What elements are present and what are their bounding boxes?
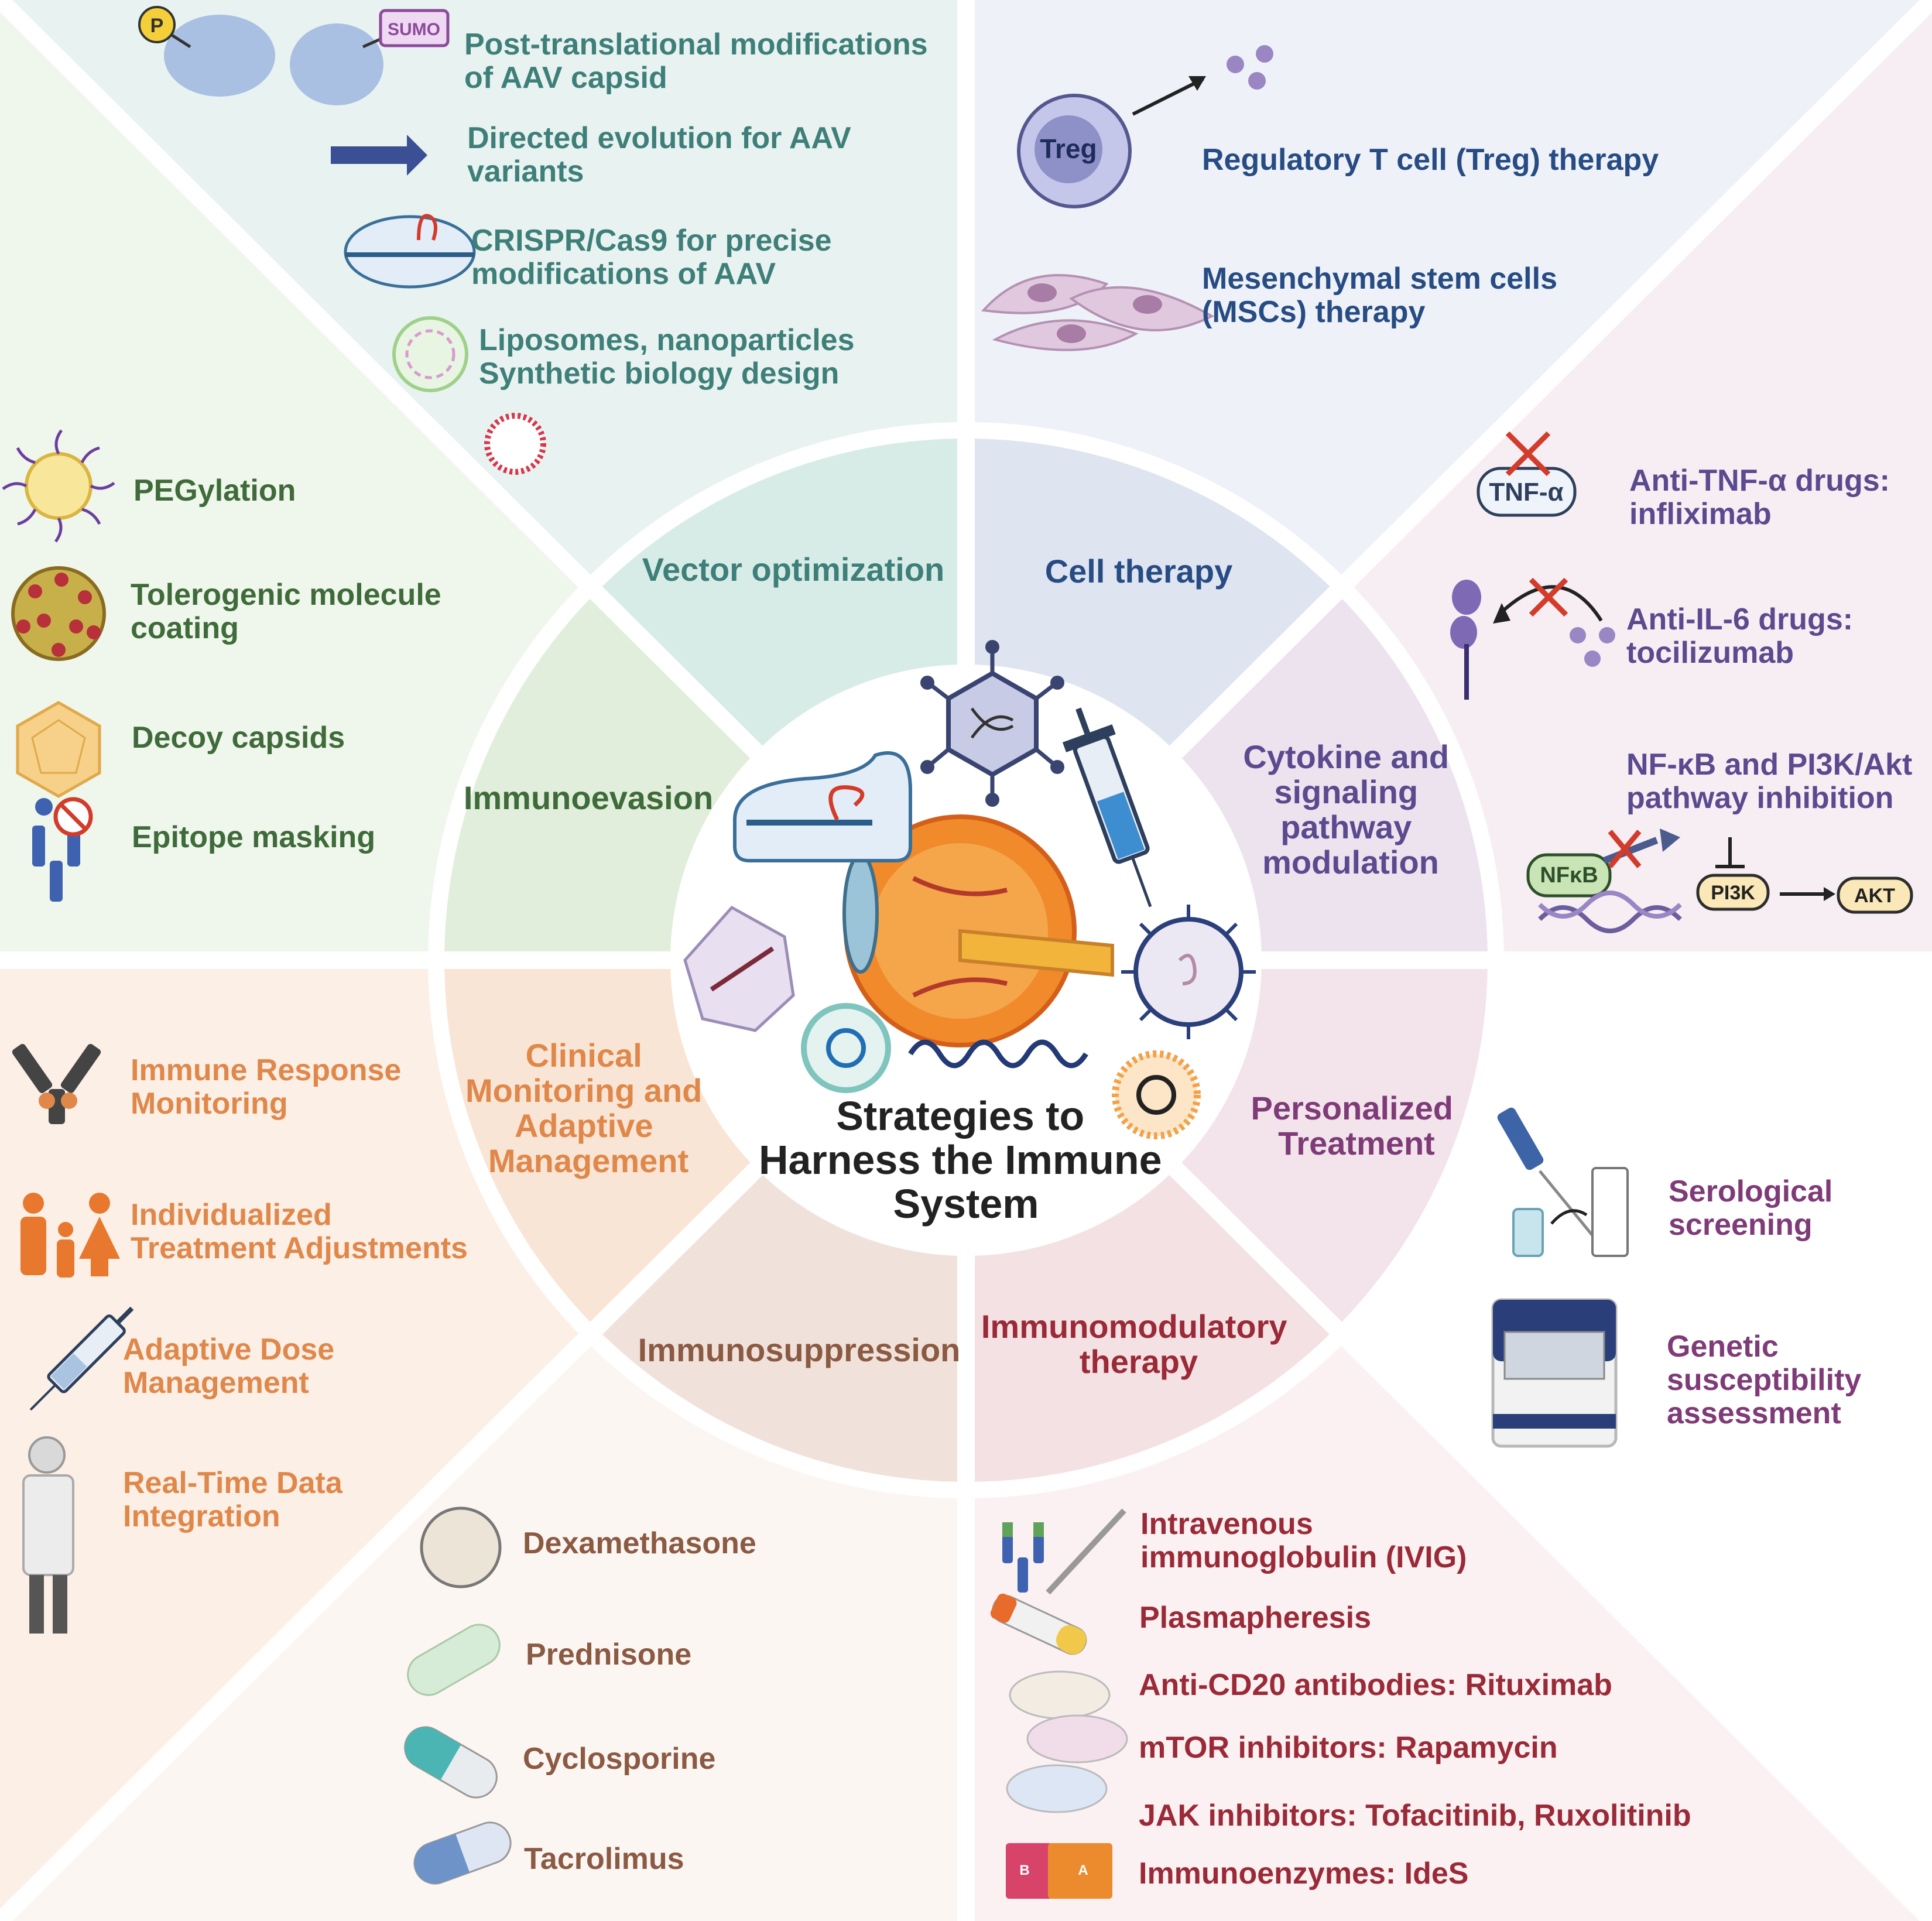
- sumo-label: SUMO: [388, 20, 440, 39]
- decoy-capsid-icon: [16, 701, 101, 798]
- personalized-group: Serological screening Genetic susceptibi…: [1491, 1107, 1870, 1448]
- immunosuppression-item-2: Prednisone: [526, 1638, 691, 1672]
- cytokine-group: TNF-α NFκB PI3: [1450, 431, 1921, 933]
- pegylation-icon: [2, 429, 115, 543]
- immunomodulatory-item-4: mTOR inhibitors: Rapamycin: [1139, 1731, 1558, 1765]
- nfkb-pathway-icon: NFκB PI3K AKT: [1526, 828, 1913, 933]
- personalized-item-2: Genetic susceptibility assessment: [1667, 1330, 1870, 1430]
- crispr-icon: [344, 214, 476, 289]
- cytokine-item-1: Anti-TNF-α drugs: infliximab: [1629, 464, 1898, 531]
- jak-tablet-icon: [1006, 1764, 1108, 1813]
- cyclosporine-capsule-icon: [404, 1726, 498, 1799]
- spiky-virus-icon: [1121, 905, 1256, 1039]
- crispr-card-icon: [733, 751, 912, 862]
- sector-label-clinical: Clinical Monitoring and Adaptive Managem…: [465, 1037, 711, 1179]
- dexamethasone-pill-icon: [420, 1506, 502, 1588]
- immunosuppression-item-3: Cyclosporine: [523, 1742, 715, 1776]
- liposome-icon: [484, 413, 546, 475]
- clinical-item-4: Real-Time Data Integration: [123, 1466, 351, 1533]
- immunomodulatory-item-3: Anti-CD20 antibodies: Rituximab: [1139, 1668, 1612, 1702]
- immunoevasion-item-3: Decoy capsids: [132, 721, 345, 755]
- vector-optimization-group: P SUMO Post-translational modifications …: [138, 6, 936, 475]
- vector-item-3: CRISPR/Cas9 for precise modifications of…: [471, 224, 840, 291]
- immunosuppression-group: Dexamethasone Prednisone Cyclosporine Ta…: [404, 1506, 756, 1885]
- immunoenzyme-icon: B A: [1006, 1843, 1112, 1899]
- sector-label-cytokine: Cytokine and signaling pathway modulatio…: [1243, 738, 1458, 881]
- dose-syringe-icon: [29, 1306, 134, 1411]
- liposome-dna-icon: [1112, 1050, 1201, 1139]
- mrna-wave-icon: [908, 1039, 1088, 1069]
- immunomodulatory-group: B A Intravenous immunoglobulin (IVIG) Pl…: [990, 1507, 1691, 1899]
- treg-label: Treg: [1040, 133, 1097, 164]
- pipette-test-icon: [1497, 1107, 1629, 1257]
- plasmid-icon: [801, 1003, 891, 1093]
- ivig-icon: [1002, 1508, 1126, 1595]
- cell-therapy-group: Treg Regulatory T cell (Treg) therapy Me…: [981, 45, 1659, 351]
- vector-item-4: Liposomes, nanoparticles Synthetic biolo…: [479, 323, 863, 391]
- immunomodulatory-item-5: JAK inhibitors: Tofacitinib, Ruxolitinib: [1139, 1799, 1691, 1833]
- immunoevasion-group: PEGylation Tolerogenic molecule coating …: [2, 429, 450, 902]
- il6-receptor-icon: [1450, 577, 1615, 700]
- pi3k-label: PI3K: [1711, 882, 1755, 904]
- polyhedral-capsid-icon: [683, 905, 795, 1032]
- treg-cell-icon: Treg: [1017, 45, 1273, 208]
- enzyme-a-label: A: [1078, 1862, 1088, 1878]
- protein-sumo-icon: SUMO: [290, 9, 450, 105]
- cytokine-item-2: Anti-IL-6 drugs: tocilizumab: [1626, 602, 1862, 670]
- sector-label-cell-therapy: Cell therapy: [1045, 553, 1233, 590]
- syringe-icon: [1062, 707, 1152, 908]
- doctor-icon: [22, 1436, 74, 1634]
- tacrolimus-capsule-icon: [413, 1821, 512, 1885]
- immunomodulatory-item-6: Immunoenzymes: IdeS: [1139, 1857, 1468, 1891]
- nfkb-label: NFκB: [1540, 863, 1598, 888]
- tablet-icons: [1006, 1670, 1128, 1813]
- immunosuppression-item-1: Dexamethasone: [523, 1526, 756, 1560]
- akt-label: AKT: [1854, 885, 1895, 907]
- rituximab-tablet-icon: [1009, 1670, 1111, 1720]
- sequencer-icon: [1491, 1298, 1618, 1448]
- cytokine-item-3: NF-κB and PI3K/Akt pathway inhibition: [1626, 748, 1921, 815]
- rapamycin-tablet-icon: [1026, 1714, 1128, 1764]
- cell-item-1: Regulatory T cell (Treg) therapy: [1202, 143, 1659, 177]
- nanoparticle-icon: [392, 316, 468, 392]
- personalized-item-1: Serological screening: [1669, 1174, 1841, 1242]
- antibody-monitor-icon: [12, 1044, 101, 1124]
- eye-icon: [842, 814, 1114, 1047]
- ring-border: [428, 422, 1504, 1498]
- immunosuppression-item-4: Tacrolimus: [524, 1842, 684, 1876]
- vector-item-2: Directed evolution for AAV variants: [467, 121, 859, 189]
- sector-label-vector-optimization: Vector optimization: [642, 551, 945, 588]
- center-title: Strategies to Harness the Immune System: [759, 1093, 1173, 1227]
- enzyme-b-label: B: [1019, 1862, 1029, 1878]
- tolerogenic-coating-icon: [11, 566, 106, 661]
- sector-label-immunosuppression: Immunosuppression: [638, 1331, 961, 1368]
- sector-label-immunomodulatory: Immunomodulatory therapy: [981, 1308, 1296, 1380]
- immunomodulatory-item-2: Plasmapheresis: [1139, 1601, 1371, 1635]
- cell-item-2: Mesenchymal stem cells (MSCs) therapy: [1202, 262, 1566, 329]
- epitope-masking-icon: [32, 797, 93, 902]
- hexagon-vector-icon: [920, 640, 1064, 807]
- clinical-item-1: Immune Response Monitoring: [131, 1053, 410, 1121]
- tnf-label: TNF-α: [1489, 478, 1563, 506]
- immunoevasion-item-2: Tolerogenic molecule coating: [131, 578, 450, 645]
- family-icon: [20, 1193, 120, 1278]
- clinical-item-2: Individualized Treatment Adjustments: [131, 1198, 468, 1265]
- protein-phospho-icon: P: [138, 6, 275, 97]
- sector-label-immunoevasion: Immunoevasion: [464, 779, 713, 816]
- immunoevasion-item-1: PEGylation: [133, 474, 296, 508]
- prednisone-pill-icon: [407, 1624, 501, 1696]
- msc-cells-icon: [981, 274, 1215, 351]
- plasmapheresis-tube-icon: [990, 1593, 1087, 1655]
- vector-item-1: Post-translational modifications of AAV …: [464, 28, 936, 95]
- immunomodulatory-item-1: Intravenous immunoglobulin (IVIG): [1140, 1507, 1467, 1574]
- phospho-label: P: [150, 15, 164, 37]
- arrow-right-icon: [331, 135, 427, 176]
- sector-label-personalized: Personalized Treatment: [1251, 1090, 1462, 1162]
- tnf-blocked-icon: TNF-α: [1477, 431, 1577, 517]
- clinical-group: Immune Response Monitoring Individualize…: [12, 1044, 468, 1634]
- center-illustrations: [683, 640, 1256, 1139]
- immunoevasion-item-4: Epitope masking: [132, 820, 375, 854]
- clinical-item-3: Adaptive Dose Management: [123, 1333, 343, 1400]
